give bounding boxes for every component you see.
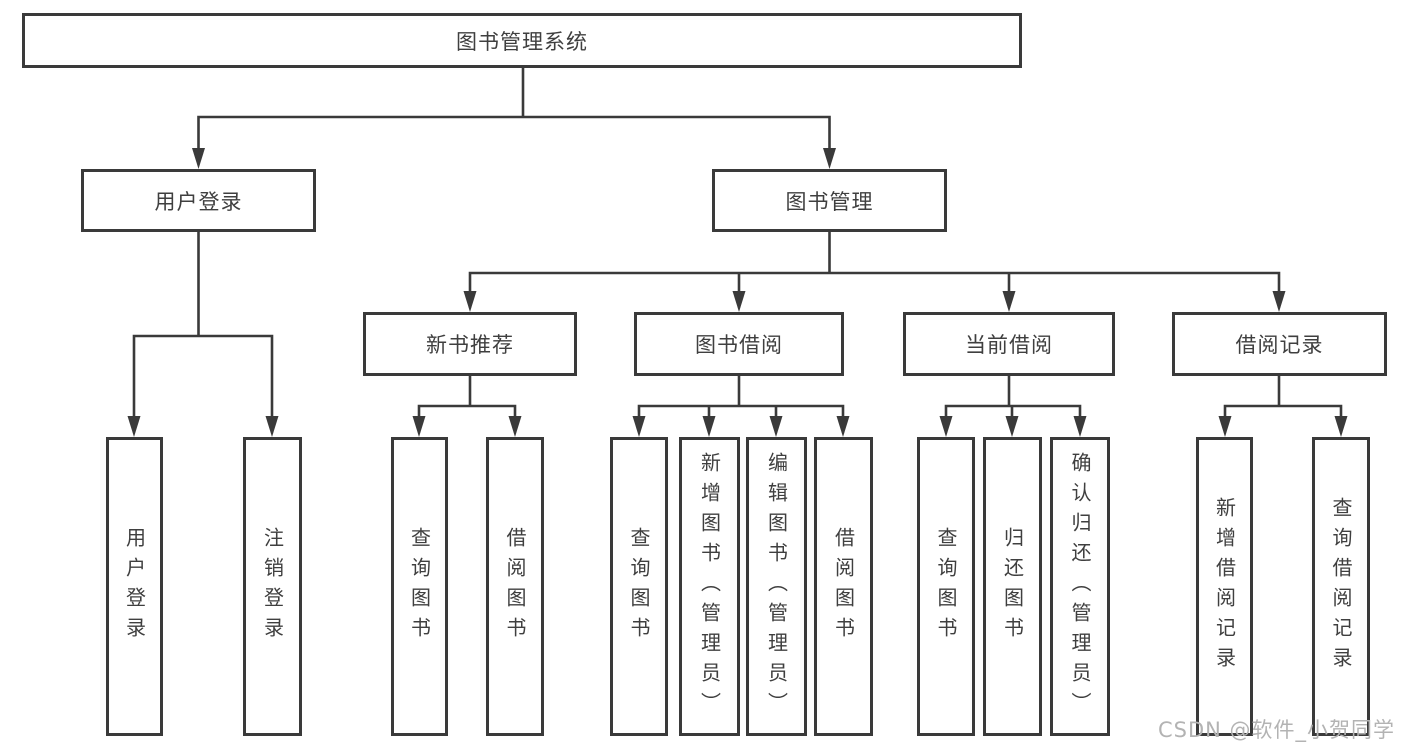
node-label: 图书管理系统 <box>456 29 588 54</box>
node-borrow-books-recommend: 借阅图书 <box>486 437 544 736</box>
node-query-books-recommend: 查询图书 <box>391 437 448 736</box>
node-label: 借阅记录 <box>1235 333 1324 357</box>
node-book-management: 图书管理 <box>712 169 947 232</box>
node-current-borrowing: 当前借阅 <box>903 312 1115 376</box>
node-label: 用户登录 <box>122 526 147 647</box>
node-label: 新增图书（管理员） <box>697 451 722 722</box>
node-label: 查询借阅记录 <box>1329 496 1353 677</box>
node-new-book-recommend: 新书推荐 <box>363 312 577 376</box>
node-label: 图书管理 <box>785 189 874 214</box>
csdn-watermark: CSDN @软件_小贺同学 <box>1158 718 1396 742</box>
node-label: 查询图书 <box>407 526 432 647</box>
node-logout: 注销登录 <box>243 437 302 736</box>
node-book-borrowing: 图书借阅 <box>634 312 844 376</box>
node-label: 借阅图书 <box>831 526 856 647</box>
node-label: 确认归还（管理员） <box>1068 451 1092 722</box>
node-query-borrow-record: 查询借阅记录 <box>1312 437 1370 736</box>
node-label: 当前借阅 <box>965 333 1053 357</box>
node-user-login-leaf: 用户登录 <box>106 437 163 736</box>
node-add-book-admin: 新增图书（管理员） <box>679 437 740 736</box>
node-label: 查询图书 <box>934 526 958 647</box>
node-edit-book-admin: 编辑图书（管理员） <box>746 437 807 736</box>
arrowheads <box>127 148 1348 437</box>
node-query-books-borrowing: 查询图书 <box>610 437 668 736</box>
node-return-books: 归还图书 <box>983 437 1042 736</box>
node-label: 用户登录 <box>154 189 243 214</box>
node-label: 新书推荐 <box>426 333 514 357</box>
node-label: 借阅图书 <box>503 526 527 647</box>
node-label: 图书借阅 <box>695 333 783 357</box>
node-borrow-books: 借阅图书 <box>814 437 873 736</box>
node-label: 注销登录 <box>260 526 285 647</box>
node-user-login: 用户登录 <box>81 169 316 232</box>
node-borrowing-records: 借阅记录 <box>1172 312 1387 376</box>
node-library-management-system: 图书管理系统 <box>22 13 1022 68</box>
node-label: 新增借阅记录 <box>1212 496 1237 677</box>
node-add-borrow-record: 新增借阅记录 <box>1196 437 1253 736</box>
node-label: 查询图书 <box>627 526 651 647</box>
node-label: 编辑图书（管理员） <box>764 451 789 722</box>
node-label: 归还图书 <box>1000 526 1025 647</box>
node-confirm-return-admin: 确认归还（管理员） <box>1050 437 1110 736</box>
node-query-books-current: 查询图书 <box>917 437 975 736</box>
